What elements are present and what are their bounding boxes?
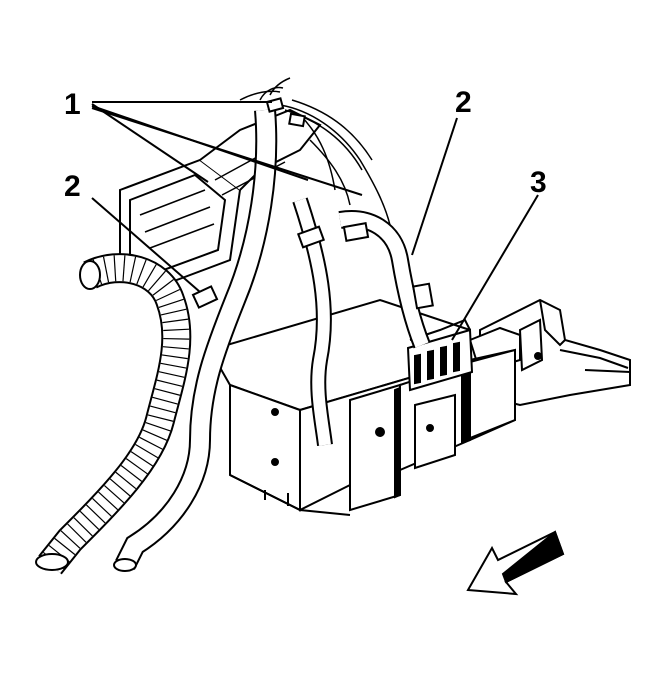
harness-rib <box>54 537 76 556</box>
harness-rib <box>135 444 159 459</box>
harness-rib <box>102 256 110 283</box>
harness-clips <box>191 97 434 310</box>
fuse-connector-stack <box>406 318 474 392</box>
harness-rib <box>79 510 100 530</box>
harness-rib <box>148 270 166 292</box>
harness-rib <box>92 498 112 517</box>
harness-rib <box>73 517 93 537</box>
harness-rib <box>155 288 181 302</box>
harness-rib <box>129 256 137 283</box>
harness-rib <box>120 465 143 482</box>
harness-rib <box>163 337 190 340</box>
branch-wiring-harness <box>113 109 278 572</box>
harness-rib <box>158 298 184 309</box>
harness-rib <box>125 458 148 475</box>
harness-rib <box>85 504 106 524</box>
connector-wiring-harness <box>292 197 431 446</box>
harness-rib <box>163 328 190 332</box>
harness-rib <box>162 318 189 324</box>
harness-rib <box>139 436 163 450</box>
harness-rib <box>156 379 183 387</box>
harness-rib <box>147 414 174 422</box>
harness-rib <box>150 405 176 414</box>
harness-rib <box>115 471 137 490</box>
harness-rib <box>113 255 117 282</box>
harness-rib <box>152 396 178 405</box>
harness-rib <box>67 523 87 543</box>
harness-rib <box>158 371 185 378</box>
harness-rib <box>142 429 168 441</box>
harness-rib <box>122 255 126 282</box>
callout-2-right: 2 <box>455 86 472 119</box>
harness-rib <box>142 264 157 288</box>
harness-rib <box>104 485 125 504</box>
callout-3: 3 <box>530 166 547 199</box>
harness-rib <box>154 388 181 396</box>
callout-1: 1 <box>64 88 81 121</box>
harness-rib <box>160 308 187 316</box>
harness-rib <box>162 346 189 350</box>
callout-2-left: 2 <box>64 170 81 203</box>
wire-bundles-top <box>239 77 391 226</box>
main-wiring-harness <box>35 253 192 575</box>
harness-rib <box>98 491 119 511</box>
electrical-center-box <box>208 298 516 516</box>
leader-lines <box>91 101 539 341</box>
harness-rib <box>136 259 147 285</box>
harness-rib <box>145 422 171 432</box>
harness-rib <box>160 362 187 369</box>
harness-rib <box>161 354 188 360</box>
harness-rib <box>130 451 154 467</box>
arrow-forward-icon <box>466 530 565 596</box>
harness-rib <box>152 279 174 296</box>
harness-rib <box>60 530 81 549</box>
harness-rib <box>109 478 131 497</box>
